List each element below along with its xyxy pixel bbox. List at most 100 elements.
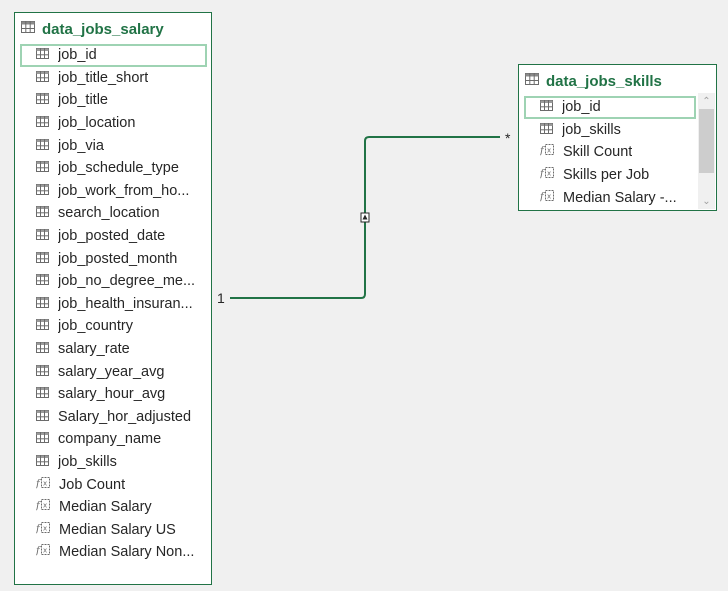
field-row[interactable]: job_posted_date bbox=[20, 225, 207, 248]
column-icon bbox=[540, 121, 553, 139]
svg-text:f: f bbox=[540, 191, 546, 202]
field-label: job_skills bbox=[58, 453, 117, 470]
field-label: salary_rate bbox=[58, 341, 130, 358]
scroll-thumb[interactable] bbox=[699, 109, 714, 173]
column-icon bbox=[36, 250, 49, 268]
svg-text:x: x bbox=[547, 170, 551, 178]
field-row[interactable]: job_work_from_ho... bbox=[20, 180, 207, 203]
field-label: job_no_degree_me... bbox=[58, 273, 196, 290]
field-label: job_via bbox=[58, 137, 104, 154]
column-icon bbox=[36, 204, 49, 222]
table-icon bbox=[21, 20, 35, 38]
svg-text:f: f bbox=[36, 546, 42, 557]
field-row[interactable]: job_skills bbox=[20, 451, 207, 474]
field-row[interactable]: company_name bbox=[20, 428, 207, 451]
scroll-up-icon[interactable]: ⌃ bbox=[702, 95, 711, 107]
field-label: Median Salary US bbox=[59, 521, 176, 538]
field-row[interactable]: job_title bbox=[20, 89, 207, 112]
field-row[interactable]: job_title_short bbox=[20, 67, 207, 90]
field-label: Salary_hor_adjusted bbox=[58, 408, 192, 425]
field-row[interactable]: job_schedule_type bbox=[20, 157, 207, 180]
field-row[interactable]: job_skills bbox=[524, 119, 696, 142]
column-icon bbox=[36, 159, 49, 177]
field-row[interactable]: job_via bbox=[20, 134, 207, 157]
field-row[interactable]: job_id bbox=[524, 96, 696, 119]
field-row[interactable]: job_no_degree_me... bbox=[20, 270, 207, 293]
field-row[interactable]: job_id bbox=[20, 44, 207, 67]
column-icon bbox=[36, 295, 49, 313]
column-icon bbox=[36, 408, 49, 426]
field-label: job_posted_date bbox=[58, 228, 166, 245]
field-label: Job Count bbox=[59, 476, 126, 493]
field-row[interactable]: salary_year_avg bbox=[20, 360, 207, 383]
table-header[interactable]: data_jobs_skills bbox=[525, 70, 662, 92]
field-label: job_location bbox=[58, 115, 136, 132]
svg-text:f: f bbox=[36, 523, 42, 534]
column-icon bbox=[36, 317, 49, 335]
column-icon bbox=[36, 272, 49, 290]
field-row[interactable]: search_location bbox=[20, 202, 207, 225]
field-row[interactable]: job_posted_month bbox=[20, 247, 207, 270]
field-label: job_schedule_type bbox=[58, 160, 179, 177]
svg-text:x: x bbox=[43, 524, 47, 532]
field-label: job_work_from_ho... bbox=[58, 182, 190, 199]
svg-text:x: x bbox=[43, 547, 47, 555]
field-list: job_id job_title_short job_title job_locati… bbox=[20, 44, 207, 564]
vertical-scrollbar[interactable]: ⌃ ⌄ bbox=[698, 93, 715, 209]
column-icon bbox=[36, 430, 49, 448]
column-icon bbox=[36, 114, 49, 132]
column-icon bbox=[36, 182, 49, 200]
field-label: Median Salary bbox=[59, 499, 152, 516]
field-label: Median Salary Non... bbox=[59, 544, 195, 561]
field-row[interactable]: job_health_insuran... bbox=[20, 293, 207, 316]
field-label: salary_hour_avg bbox=[58, 386, 166, 403]
field-label: Skills per Job bbox=[563, 167, 650, 184]
column-icon bbox=[36, 227, 49, 245]
svg-text:f: f bbox=[540, 169, 546, 180]
table-header[interactable]: data_jobs_salary bbox=[21, 18, 164, 40]
svg-text:f: f bbox=[540, 146, 546, 157]
field-label: search_location bbox=[58, 205, 160, 222]
field-label: job_title_short bbox=[58, 69, 149, 86]
column-icon bbox=[36, 453, 49, 471]
column-icon bbox=[36, 91, 49, 109]
column-icon bbox=[36, 340, 49, 358]
field-row[interactable]: salary_hour_avg bbox=[20, 383, 207, 406]
cross-filter-direction-icon[interactable] bbox=[360, 212, 370, 223]
svg-text:f: f bbox=[36, 501, 42, 512]
field-label: Median Salary -... bbox=[563, 189, 677, 206]
field-label: job_title bbox=[58, 92, 108, 109]
column-icon bbox=[36, 363, 49, 381]
svg-text:x: x bbox=[547, 147, 551, 155]
field-row[interactable]: salary_rate bbox=[20, 338, 207, 361]
column-icon bbox=[36, 46, 49, 64]
svg-text:f: f bbox=[36, 478, 42, 489]
field-row[interactable]: Salary_hor_adjusted bbox=[20, 406, 207, 429]
scroll-down-icon[interactable]: ⌄ bbox=[702, 195, 711, 207]
field-label: job_posted_month bbox=[58, 250, 178, 267]
svg-text:x: x bbox=[547, 192, 551, 200]
svg-text:x: x bbox=[43, 502, 47, 510]
field-row[interactable]: job_country bbox=[20, 315, 207, 338]
field-row[interactable]: job_location bbox=[20, 112, 207, 135]
field-label: job_id bbox=[562, 99, 601, 116]
table-title: data_jobs_salary bbox=[42, 20, 164, 38]
field-label: job_health_insuran... bbox=[58, 295, 193, 312]
